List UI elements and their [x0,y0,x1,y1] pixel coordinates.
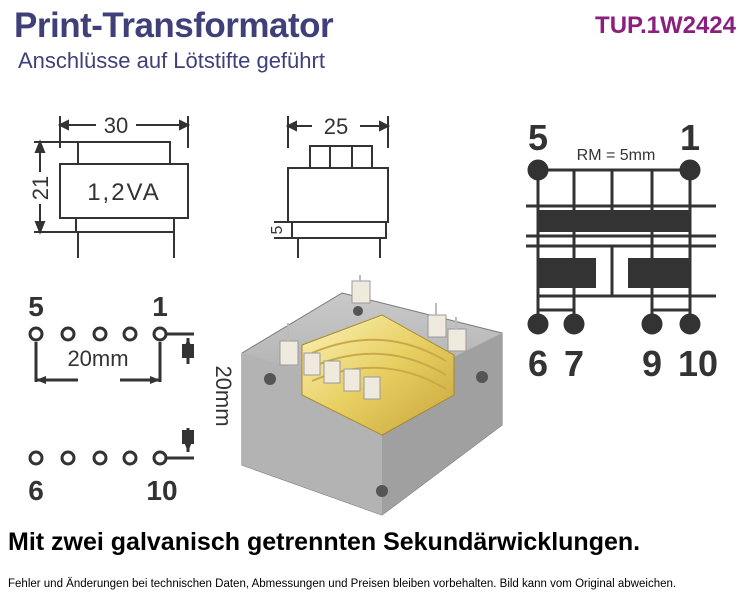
page-subtitle: Anschlüsse auf Lötstifte geführt [18,48,325,73]
feature-headline: Mit zwei galvanisch getrennten Sekundärw… [8,528,641,556]
schematic-pin-10: 10 [678,343,718,384]
side-view-drawing: 25 5 [269,114,391,258]
power-rating-label: 1,2VA [87,179,161,206]
schematic-pin-7: 7 [564,343,584,384]
schematic-pin-6: 6 [528,343,548,384]
schematic-diagram: 5 1 RM = 5mm 6 7 9 10 [526,117,718,384]
front-width-label: 30 [104,113,128,138]
side-width-label: 25 [324,114,348,139]
footprint-pin-1: 1 [152,291,168,322]
footprint-height-label: 20mm [211,365,235,426]
product-code: TUP.1W2424 [595,12,736,39]
footprint-pin-5: 5 [28,291,44,322]
page-title: Print-Transformator [14,6,334,45]
disclaimer-text: Fehler und Änderungen bei technischen Da… [8,578,677,590]
schematic-pin-1: 1 [680,117,700,158]
front-height-label: 21 [28,176,53,200]
footprint-pin-6: 6 [28,475,44,506]
footprint-pin-10: 10 [146,475,177,506]
schematic-pin-9: 9 [642,343,662,384]
front-view-drawing: 30 21 1,2VA [28,113,191,258]
schematic-pin-5: 5 [528,117,548,158]
transformer-photo [241,275,503,516]
pitch-label: RM = 5mm [577,147,656,164]
pin-length-label: 5 [269,225,286,234]
footprint-width-label: 20mm [67,346,128,371]
footprint-drawing: 5 1 20mm 20mm 6 10 [28,291,235,506]
